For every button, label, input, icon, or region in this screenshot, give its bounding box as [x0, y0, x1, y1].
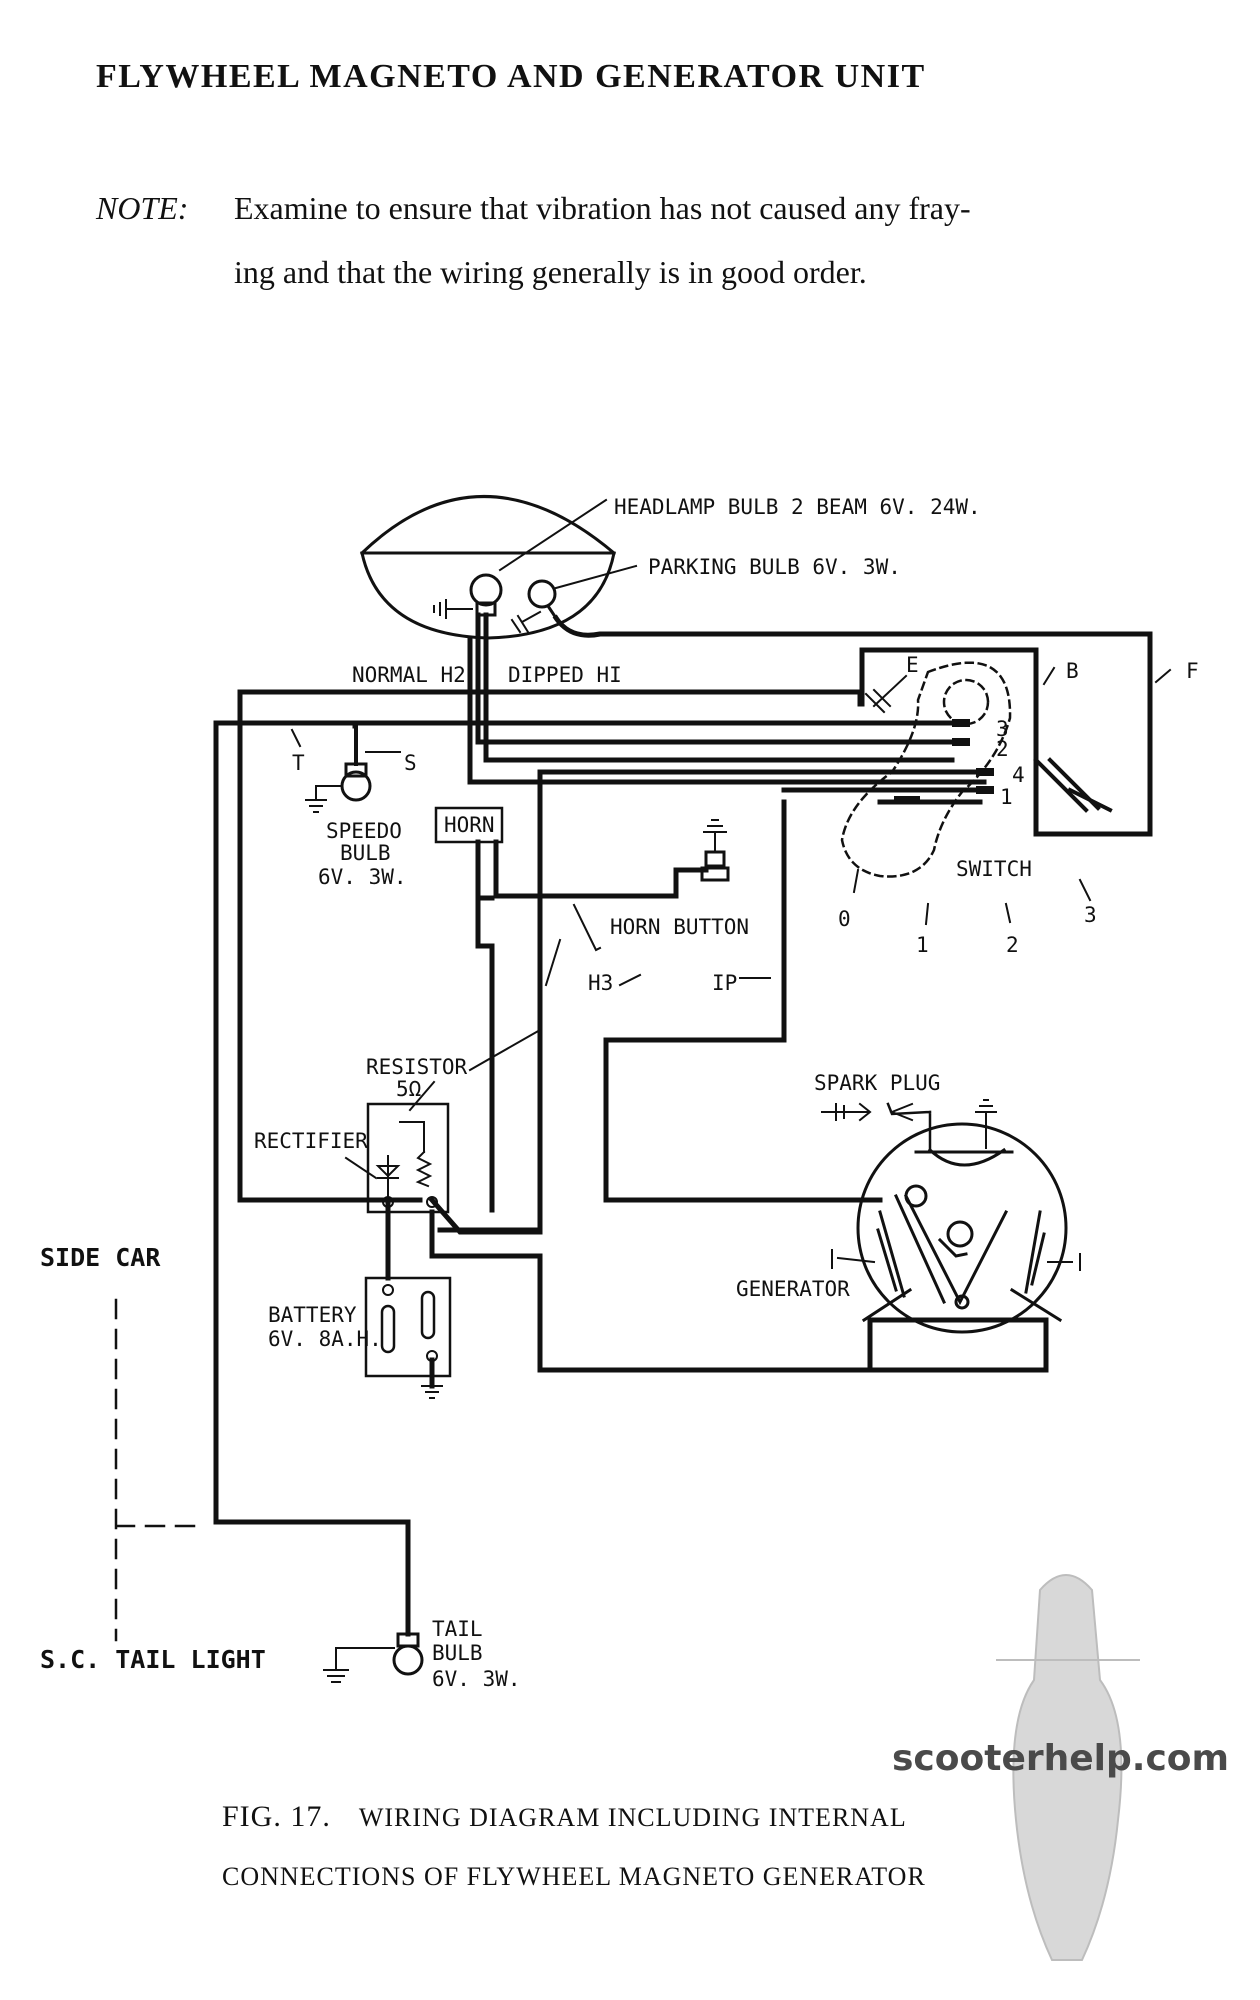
label-switch-pos-2: 2 — [1006, 933, 1019, 957]
label-battery-1: BATTERY — [268, 1303, 357, 1327]
wiring-harness — [213, 612, 1153, 1637]
label-headlamp-bulb: HEADLAMP BULB 2 BEAM 6V. 24W. — [614, 495, 981, 519]
label-f: F — [1186, 659, 1199, 683]
rectifier-resistor-box — [366, 1102, 450, 1214]
note-line-2: ing and that the wiring generally is in … — [234, 254, 867, 290]
label-sc-tail-light: S.C. TAIL LIGHT — [40, 1645, 266, 1674]
label-terminal-4: 4 — [1012, 763, 1025, 787]
caption-line-1-text: WIRING DIAGRAM INCLUDING INTERNAL — [358, 1803, 907, 1832]
label-speedo-2: BULB — [340, 841, 391, 865]
figure-caption-line-2: CONNECTIONS OF FLYWHEEL MAGNETO GENERATO… — [222, 1862, 926, 1891]
figure-number: FIG. 17. — [222, 1800, 331, 1833]
label-parking-bulb: PARKING BULB 6V. 3W. — [648, 555, 901, 579]
label-speedo-1: SPEEDO — [326, 819, 402, 843]
label-b: B — [1066, 659, 1079, 683]
label-battery-2: 6V. 8A.H. — [268, 1327, 382, 1351]
label-terminal-2: 2 — [996, 737, 1009, 761]
label-normal-h2: NORMAL H2 — [352, 663, 466, 687]
label-switch-pos-0: 0 — [838, 907, 851, 931]
label-switch-pos-1: 1 — [916, 933, 929, 957]
parking-bulb-icon — [527, 579, 557, 609]
label-speedo-3: 6V. 3W. — [318, 865, 407, 889]
label-switch-pos-3: 3 — [1084, 903, 1097, 927]
label-tail-2: BULB — [432, 1641, 483, 1665]
label-terminal-1: 1 — [1000, 785, 1013, 809]
headlamp-bulb-icon — [469, 573, 503, 607]
label-t: T — [292, 751, 305, 775]
label-generator: GENERATOR — [736, 1277, 850, 1301]
label-h3: H3 — [588, 971, 613, 995]
label-horn-button: HORN BUTTON — [610, 915, 749, 939]
note-line-1: Examine to ensure that vibration has not… — [234, 190, 971, 226]
label-side-car: SIDE CAR — [40, 1243, 161, 1272]
page-title: FLYWHEEL MAGNETO AND GENERATOR UNIT — [96, 58, 926, 95]
battery-box — [364, 1276, 452, 1378]
side-car-wire — [114, 1298, 198, 1642]
scooter-watermark-icon — [996, 1574, 1140, 1961]
note-paragraph: NOTE: Examine to ensure that vibration ha… — [96, 176, 1176, 304]
label-tail-3: 6V. 3W. — [432, 1667, 521, 1691]
label-tail-1: TAIL — [432, 1617, 483, 1641]
label-rectifier: RECTIFIER — [254, 1129, 368, 1153]
label-e: E — [906, 653, 919, 677]
label-switch: SWITCH — [956, 857, 1032, 881]
label-resistor-value: 5Ω — [396, 1077, 421, 1101]
label-s: S — [404, 751, 417, 775]
switch-contacts — [952, 719, 994, 794]
label-resistor: RESISTOR — [366, 1055, 468, 1079]
label-terminal-3: 3 — [996, 717, 1009, 741]
tail-bulb-icon — [392, 1644, 424, 1676]
horn-button-icon — [700, 866, 730, 882]
note-label: NOTE: — [96, 190, 189, 226]
label-dipped-h1: DIPPED HI — [508, 663, 622, 687]
label-ip: IP — [712, 971, 737, 995]
generator-icon — [856, 1122, 1068, 1334]
label-horn: HORN — [444, 813, 495, 837]
figure-caption-line-1: FIG. 17. WIRING DIAGRAM INCLUDING INTERNA… — [222, 1800, 907, 1834]
watermark-text: scooterhelp.com — [892, 1738, 1230, 1779]
switch-assembly — [840, 661, 1012, 878]
horn-box — [434, 806, 504, 844]
label-spark-plug: SPARK PLUG — [814, 1071, 940, 1095]
